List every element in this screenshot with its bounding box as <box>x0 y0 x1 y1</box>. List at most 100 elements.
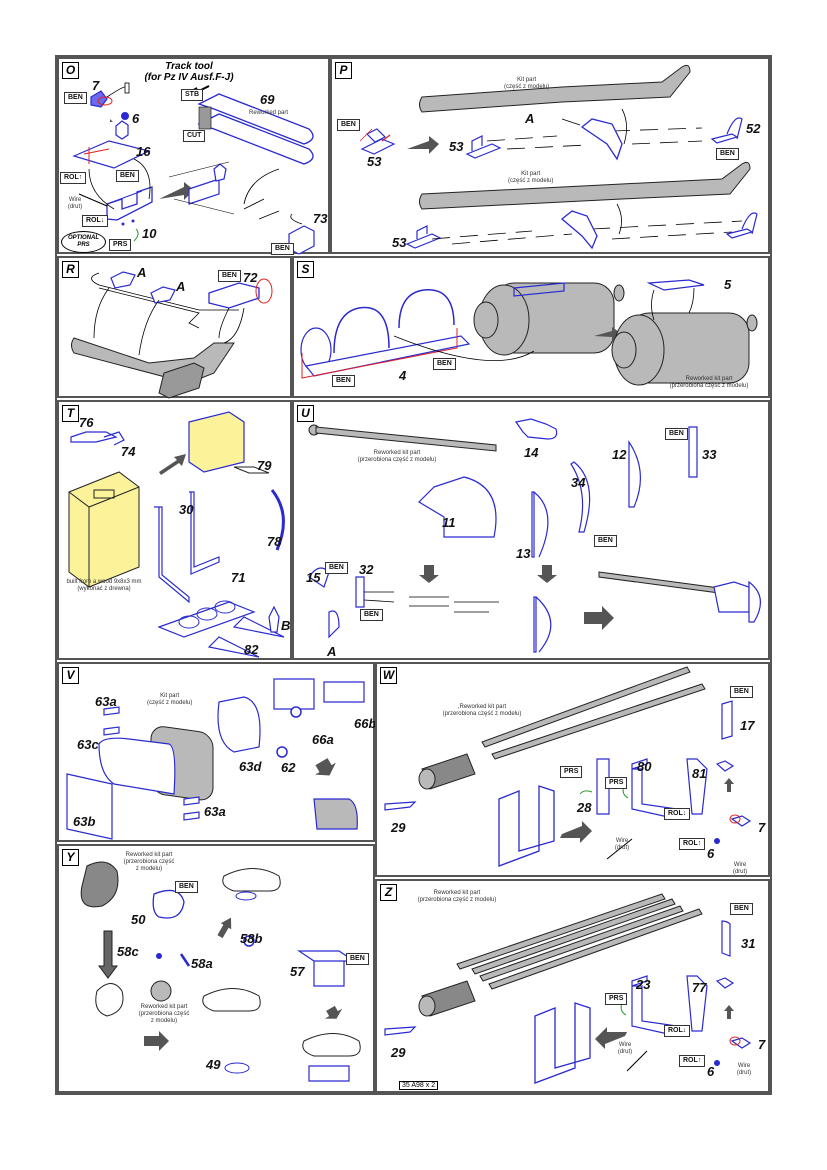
marker-a: A <box>137 265 147 280</box>
wire-note: Wire (drut) <box>613 1042 637 1056</box>
optional-prs-label: PRS <box>77 242 90 248</box>
tag-cut: CUT <box>183 130 206 142</box>
part-number: 49 <box>206 1057 221 1072</box>
reworked-label: Reworked kit part <box>125 852 173 858</box>
part-number: 23 <box>636 977 651 992</box>
part-number: 58b <box>240 931 263 946</box>
reworked-label: ,Reworked kit part <box>457 704 507 710</box>
part-number: 5 <box>724 277 732 292</box>
part-number: 76 <box>79 415 94 430</box>
panel-label: P <box>335 62 352 79</box>
tag-ben: BEN <box>64 92 87 104</box>
reworked-label: Reworked kit part <box>373 450 421 456</box>
part-number: 14 <box>524 445 539 460</box>
panel-r: R A A BEN 72 <box>57 256 292 399</box>
part-number: 4 <box>399 368 407 383</box>
tag-ben: BEN <box>175 881 198 893</box>
tag-ben: BEN <box>730 903 753 915</box>
part-number: 32 <box>359 562 374 577</box>
reworked-label-pl-2: z modelu) <box>135 866 163 872</box>
reworked-label: Reworked kit part <box>140 1004 188 1010</box>
wire-label: Wire <box>618 1042 632 1048</box>
reworked-kit-part-note: ,Reworked kit part (przerobiona część z … <box>427 704 537 718</box>
reworked-label-pl-2: z modelu) <box>150 1018 178 1024</box>
panel-z-drawing <box>384 893 752 1084</box>
marker-a: A <box>525 111 535 126</box>
panel-v-drawing <box>66 678 365 840</box>
tag-stb: STB <box>181 89 203 101</box>
panel-label: W <box>380 667 397 684</box>
reworked-part-note: Reworked part <box>249 110 289 116</box>
kit-part-note: Kit part (część z modelu) <box>147 693 192 707</box>
part-number: 12 <box>612 447 627 462</box>
tag-prs: PRS <box>605 777 628 789</box>
part-number: 72 <box>243 270 258 285</box>
kit-part-label: Kit part <box>160 693 180 699</box>
tag-ben: BEN <box>271 243 294 255</box>
panel-w-drawing <box>384 666 752 867</box>
reworked-kit-part-note: Reworked kit part (przerobiona część z m… <box>654 376 764 390</box>
part-number: 63a <box>204 804 226 819</box>
reworked-label-pl: (przerobiona część z modelu) <box>669 383 749 389</box>
part-number: 34 <box>571 475 586 490</box>
tag-ben: BEN <box>337 119 360 131</box>
part-number: 13 <box>516 546 531 561</box>
part-number: 6 <box>132 111 140 126</box>
part-number: 31 <box>741 936 756 951</box>
wire-label: Wire <box>68 197 82 203</box>
reworked-label-pl: (przerobiona część z modelu) <box>417 897 497 903</box>
reworked-kit-part-note: Reworked kit part (przerobiona część z m… <box>134 1004 194 1025</box>
tag-ben: BEN <box>360 609 383 621</box>
panel-w: W ,Reworked kit part (przerobiona część … <box>375 662 770 877</box>
wire-label: Wire <box>615 838 629 844</box>
tag-rol-down: ROL↓ <box>664 1025 691 1037</box>
part-number: 10 <box>142 226 157 241</box>
panel-title: Track tool (for Pz IV Ausf.F-J) <box>129 61 249 83</box>
wire-note: Wire (drut) <box>732 1063 756 1077</box>
part-number: 7 <box>758 1037 766 1052</box>
reworked-label-pl: (przerobiona część z modelu) <box>357 457 437 463</box>
part-number: 29 <box>391 820 406 835</box>
wire-note: Wire (drut) <box>610 838 634 852</box>
part-number: 33 <box>702 447 717 462</box>
tag-rol-up: ROL↑ <box>679 838 706 850</box>
part-number: 28 <box>577 800 592 815</box>
panel-label: U <box>297 405 314 422</box>
part-number: 58c <box>117 944 139 959</box>
tag-ben: BEN <box>346 953 369 965</box>
tag-ben: BEN <box>716 148 739 160</box>
reworked-label: Reworked kit part <box>433 890 481 896</box>
tag-rol-down: ROL↓ <box>82 215 109 227</box>
part-number: 63d <box>239 759 262 774</box>
instruction-sheet <box>55 55 772 1095</box>
part-number: 82 <box>244 642 259 657</box>
part-number: 29 <box>391 1045 406 1060</box>
panel-t-drawing <box>68 411 285 658</box>
wire-label-pl: (drut) <box>67 204 83 210</box>
wood-note: built from a wood 9x8x3 mm (wykonać z dr… <box>59 579 149 593</box>
reworked-label: Reworked kit part <box>685 376 733 382</box>
panel-t: T 76 74 30 79 78 71 B 82 built from a wo… <box>57 400 292 660</box>
tag-ben: BEN <box>665 428 688 440</box>
kit-part-note: Kit part (część z modelu) <box>508 171 553 185</box>
wire-label-pl: (drut) <box>732 869 748 875</box>
panel-r-drawing <box>71 271 273 399</box>
title-line-1: Track tool <box>165 61 213 72</box>
tag-rol-down: ROL↓ <box>664 808 691 820</box>
wire-label: Wire <box>737 1063 751 1069</box>
tag-rol-up: ROL↑ <box>679 1055 706 1067</box>
part-number: 74 <box>121 444 136 459</box>
marker-b: B <box>281 618 291 633</box>
panel-v: V 63a Kit part (część z modelu) 63c 63b … <box>57 662 376 842</box>
reworked-kit-part-note: Reworked kit part (przerobiona część z m… <box>119 852 179 873</box>
kit-part-label: Kit part <box>517 77 537 83</box>
part-number: 15 <box>306 570 321 585</box>
panel-p: P Kit part (część z modelu) BEN 53 53 A <box>330 57 770 254</box>
tag-ben: BEN <box>332 375 355 387</box>
panel-o-drawing <box>72 82 315 255</box>
tag-prs: PRS <box>605 993 628 1005</box>
panel-label: S <box>297 261 314 278</box>
kit-part-label-pl: (część z modelu) <box>508 178 554 184</box>
wire-label-pl: (drut) <box>617 1049 633 1055</box>
part-number: 62 <box>281 760 296 775</box>
